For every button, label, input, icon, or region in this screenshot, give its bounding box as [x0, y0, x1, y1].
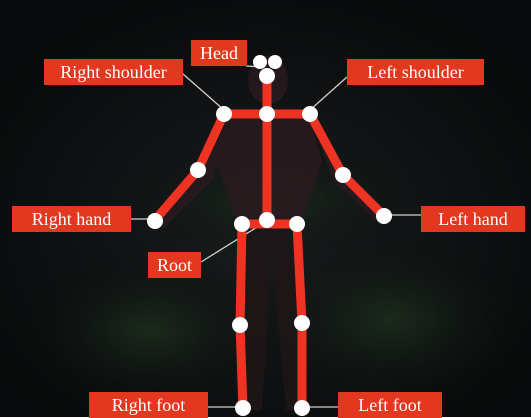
joint-right-hip — [234, 216, 250, 232]
joint-head-3 — [259, 68, 275, 84]
bone-left-thigh — [297, 224, 302, 323]
joint-right-foot — [235, 400, 251, 416]
joint-right-shoulder — [216, 106, 232, 122]
bone-right-shin — [240, 325, 243, 408]
joint-left-shoulder — [302, 106, 318, 122]
label-root: Root — [148, 252, 201, 278]
label-right-foot: Right foot — [89, 392, 208, 418]
label-right-hand: Right hand — [12, 206, 131, 232]
joint-left-elbow — [335, 167, 351, 183]
joint-head-1 — [253, 55, 267, 69]
label-left-foot: Left foot — [338, 392, 442, 418]
joint-left-hip — [289, 216, 305, 232]
label-left-shoulder: Left shoulder — [347, 59, 484, 85]
joint-left-foot — [294, 400, 310, 416]
bone-right-thigh — [240, 224, 242, 325]
label-left-hand: Left hand — [421, 206, 525, 232]
label-right-shoulder: Right shoulder — [44, 59, 183, 85]
joint-root — [259, 212, 275, 228]
joint-right-elbow — [190, 162, 206, 178]
joint-right-hand — [147, 213, 163, 229]
joint-left-knee — [294, 315, 310, 331]
joint-head-2 — [268, 55, 282, 69]
joint-left-hand — [376, 208, 392, 224]
joint-right-knee — [232, 317, 248, 333]
joint-neck — [259, 106, 275, 122]
label-head: Head — [191, 40, 247, 66]
